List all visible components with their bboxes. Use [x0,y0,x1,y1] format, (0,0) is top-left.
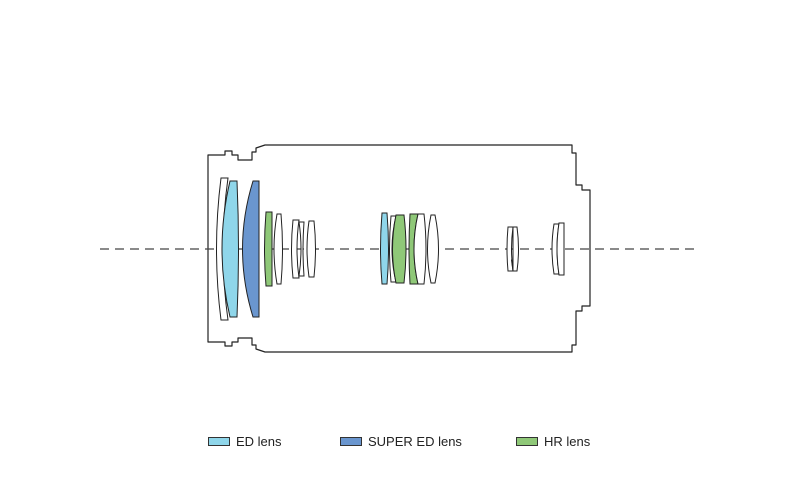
lens-element-6 [291,219,300,279]
legend-item-ed: ED lens [208,434,282,449]
lens-element-16 [511,226,519,272]
legend-label-ed: ED lens [236,434,282,449]
lens-element-18 [556,222,565,276]
legend-item-hr: HR lens [516,434,590,449]
super-ed-lens-element-3 [242,180,260,318]
lens-element-8 [306,220,316,278]
legend-item-super-ed: SUPER ED lens [340,434,462,449]
hr-lens-swatch [516,437,538,446]
ed-lens-swatch [208,437,230,446]
lens-element-14 [427,214,439,284]
lens-element-7 [298,221,305,277]
ed-lens-element-2 [221,180,239,318]
lens-barrel-outline [207,144,591,353]
hr-lens-element-11 [392,214,407,284]
ed-lens-element-9 [380,212,389,285]
super-ed-lens-swatch [340,437,362,446]
lens-element-13 [413,213,427,285]
hr-lens-element-4 [264,211,273,287]
lens-element-5 [273,213,283,285]
legend-label-super-ed: SUPER ED lens [368,434,462,449]
legend-label-hr: HR lens [544,434,591,449]
